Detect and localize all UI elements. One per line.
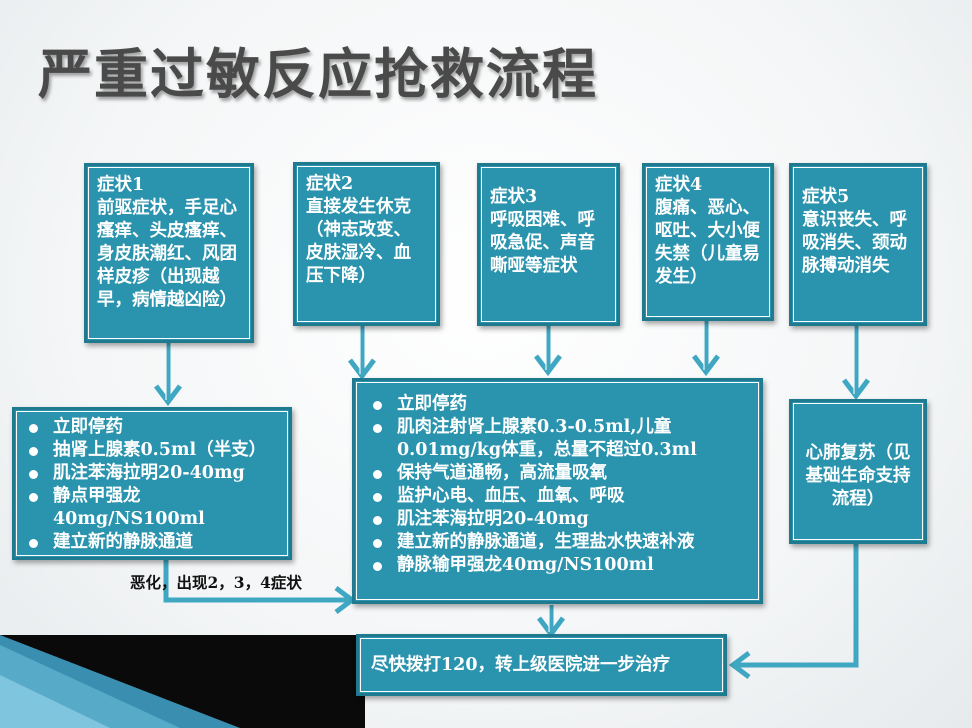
list-item: 立即停药 bbox=[23, 416, 281, 439]
list-item: 静脉输甲强龙40mg/NS100ml bbox=[367, 554, 748, 577]
symptom-label: 症状5 bbox=[802, 187, 850, 207]
symptom-label: 症状4 bbox=[655, 175, 703, 195]
list-item: 抽肾上腺素0.5ml（半支） bbox=[23, 439, 281, 462]
list-item: 立即停药 bbox=[367, 393, 748, 416]
list-item: 静点甲强龙40mg/NS100ml bbox=[23, 485, 281, 531]
list-item: 肌注苯海拉明20-40mg bbox=[23, 462, 281, 485]
arrowhead-s1-left bbox=[154, 384, 182, 407]
left-action-list: 立即停药 抽肾上腺素0.5ml（半支） 肌注苯海拉明20-40mg 静点甲强龙4… bbox=[23, 416, 281, 554]
page-title: 严重过敏反应抢救流程 bbox=[38, 43, 598, 106]
list-item: 建立新的静脉通道 bbox=[23, 531, 281, 554]
list-item: 肌注苯海拉明20-40mg bbox=[367, 508, 748, 531]
arrow-cpr-final bbox=[735, 543, 859, 668]
arrowhead-s4-center bbox=[692, 354, 720, 377]
symptom-label: 症状1 bbox=[97, 175, 145, 195]
symptom-box-1: 症状1 前驱症状，手足心瘙痒、头皮瘙痒、身皮肤潮红、风团样皮疹（出现越早，病情越… bbox=[84, 163, 254, 343]
left-action-box: 立即停药 抽肾上腺素0.5ml（半支） 肌注苯海拉明20-40mg 静点甲强龙4… bbox=[12, 407, 292, 560]
arrowhead-s2-center bbox=[348, 358, 376, 381]
arrow-left-center bbox=[163, 558, 350, 603]
list-item: 监护心电、血压、血氧、呼吸 bbox=[367, 485, 748, 508]
symptom-box-2: 症状2 直接发生休克（神志改变、皮肤湿冷、血压下降） bbox=[293, 162, 440, 326]
list-item: 保持气道通畅，高流量吸氧 bbox=[367, 462, 748, 485]
cpr-text: 心肺复苏（见基础生命支持流程） bbox=[805, 443, 911, 509]
symptom-box-3: 症状3 呼吸困难、呼吸急促、声音嘶哑等症状 bbox=[477, 163, 620, 326]
center-action-list: 立即停药 肌肉注射肾上腺素0.3-0.5ml,儿童0.01mg/kg体重，总量不… bbox=[367, 393, 748, 577]
decorative-corner-shape bbox=[0, 635, 365, 728]
list-item: 肌肉注射肾上腺素0.3-0.5ml,儿童0.01mg/kg体重，总量不超过0.3… bbox=[367, 416, 748, 462]
arrowhead-s5-cpr bbox=[842, 378, 870, 401]
final-text: 尽快拨打120，转上级医院进一步治疗 bbox=[371, 655, 671, 675]
arrowhead-s3-center bbox=[534, 354, 562, 377]
cpr-box: 心肺复苏（见基础生命支持流程） bbox=[789, 399, 927, 544]
final-box: 尽快拨打120，转上级医院进一步治疗 bbox=[356, 634, 727, 696]
symptom-text: 呼吸困难、呼吸急促、声音嘶哑等症状 bbox=[490, 210, 595, 276]
symptom-box-5: 症状5 意识丧失、呼吸消失、颈动脉搏动消失 bbox=[789, 163, 927, 326]
arrowhead-cpr-final bbox=[728, 651, 751, 679]
symptom-label: 症状3 bbox=[490, 187, 538, 207]
center-action-box: 立即停药 肌肉注射肾上腺素0.3-0.5ml,儿童0.01mg/kg体重，总量不… bbox=[352, 378, 763, 604]
symptom-text: 前驱症状，手足心瘙痒、头皮瘙痒、身皮肤潮红、风团样皮疹（出现越早，病情越凶险） bbox=[97, 198, 237, 310]
symptom-text: 意识丧失、呼吸消失、颈动脉搏动消失 bbox=[802, 210, 907, 276]
symptom-box-4: 症状4 腹痛、恶心、呕吐、大小便失禁（儿童易发生） bbox=[642, 163, 774, 321]
list-item: 建立新的静脉通道，生理盐水快速补液 bbox=[367, 531, 748, 554]
escalation-note: 恶化，出现2，3，4症状 bbox=[130, 573, 302, 592]
symptom-label: 症状2 bbox=[306, 174, 354, 194]
symptom-text: 腹痛、恶心、呕吐、大小便失禁（儿童易发生） bbox=[655, 198, 760, 287]
symptom-text: 直接发生休克（神志改变、皮肤湿冷、血压下降） bbox=[306, 197, 411, 286]
